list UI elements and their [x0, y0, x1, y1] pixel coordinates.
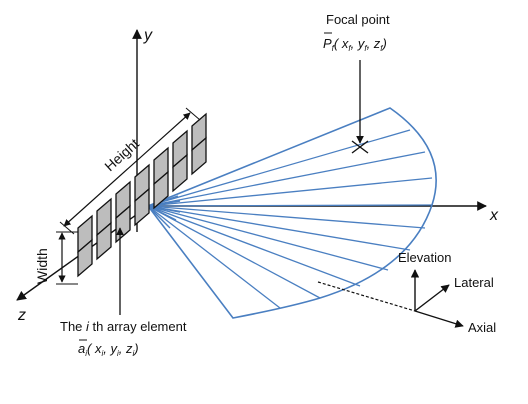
z-axis-label: z	[17, 307, 26, 324]
beam-ray	[147, 205, 426, 229]
local-axes: Elevation Lateral Axial	[398, 250, 496, 335]
svg-text:Pf( xf, yf, zf): Pf( xf, yf, zf)	[323, 36, 387, 53]
elevation-label: Elevation	[398, 250, 451, 265]
element-coords: ai( xi, yi, zi)	[78, 339, 139, 358]
svg-text:ai( xi, yi, zi): ai( xi, yi, zi)	[78, 341, 139, 358]
beam-rays	[147, 129, 433, 309]
beam-ray	[147, 151, 426, 207]
y-axis-label: y	[143, 27, 153, 44]
x-axis-label: x	[489, 207, 499, 224]
beam-outline	[146, 107, 437, 319]
axial-label: Axial	[468, 320, 496, 335]
lateral-label: Lateral	[454, 275, 494, 290]
axial-axis	[414, 310, 464, 328]
element-caption: The i th array element	[60, 319, 187, 334]
array-element	[77, 238, 93, 278]
array-element	[191, 136, 207, 176]
beam-fan	[146, 107, 437, 319]
beam-ray	[147, 204, 433, 207]
focal-point-title: Focal point	[326, 12, 390, 27]
array-element	[96, 221, 112, 261]
axial-projection-dashed	[317, 281, 416, 312]
beam-ray	[147, 205, 411, 251]
beam-ray	[147, 205, 361, 287]
coordinate-axes: y x z	[16, 27, 499, 324]
lateral-axis	[414, 284, 450, 312]
height-label: Height	[101, 135, 142, 174]
width-dimension: Width	[34, 231, 78, 285]
beam-ray	[147, 177, 433, 207]
focal-point-marker	[351, 140, 369, 154]
width-label: Width	[34, 248, 50, 284]
focal-point-coords: Pf( xf, yf, zf)	[323, 32, 387, 53]
